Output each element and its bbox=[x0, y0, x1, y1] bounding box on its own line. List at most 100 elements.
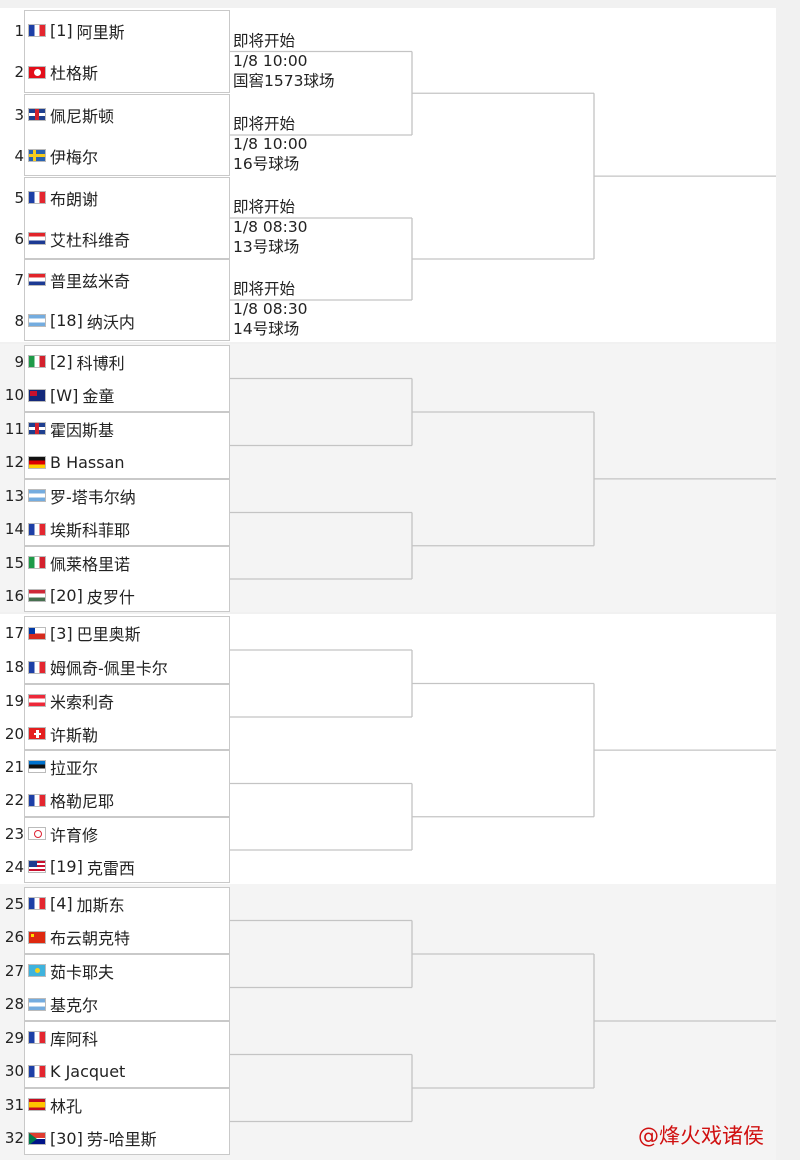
match-time: 1/8 10:00 bbox=[233, 135, 308, 153]
draw-position: 24 bbox=[4, 857, 24, 876]
player-name: 克雷西 bbox=[86, 858, 135, 878]
match-info-1: 即将开始 1/8 10:00 国窖1573球场 bbox=[233, 31, 334, 91]
draw-position: 23 bbox=[4, 824, 24, 843]
player-row[interactable]: 9 [2]科博利 bbox=[0, 347, 240, 377]
player-name: 加斯东 bbox=[76, 895, 125, 915]
draw-position: 5 bbox=[14, 188, 24, 207]
player-name: 布朗谢 bbox=[50, 189, 99, 209]
flag-icon-tn bbox=[28, 65, 46, 79]
match-slot bbox=[24, 1088, 230, 1155]
flag-icon-fr bbox=[28, 522, 46, 536]
flag-icon-ar bbox=[28, 489, 46, 503]
draw-position: 9 bbox=[14, 352, 24, 371]
flag-icon-fr bbox=[28, 793, 46, 807]
draw-position: 8 bbox=[14, 311, 24, 330]
flag-icon-fr bbox=[28, 24, 46, 38]
player-row[interactable]: 10[W]金童 bbox=[0, 380, 240, 410]
draw-position: 32 bbox=[4, 1129, 24, 1148]
flag-icon-fr bbox=[28, 191, 46, 204]
player-row[interactable]: 24[19]克雷西 bbox=[0, 852, 240, 882]
flag-icon-se bbox=[28, 149, 46, 162]
player-row[interactable]: 2 杜格斯 bbox=[0, 57, 240, 87]
seed-label: [W] bbox=[50, 385, 79, 405]
match-slot bbox=[24, 1021, 230, 1088]
draw-position: 21 bbox=[4, 757, 24, 776]
draw-position: 11 bbox=[4, 419, 24, 438]
player-name: 杜格斯 bbox=[50, 64, 99, 84]
draw-position: 20 bbox=[4, 724, 24, 743]
player-row[interactable]: 16[20]皮罗什 bbox=[0, 581, 240, 611]
draw-position: 13 bbox=[4, 486, 24, 505]
player-row[interactable]: 5 布朗谢 bbox=[0, 183, 240, 213]
player-row[interactable]: 8[18]纳沃内 bbox=[0, 306, 240, 336]
draw-position: 19 bbox=[4, 691, 24, 710]
match-slot bbox=[24, 750, 230, 817]
match-slot bbox=[24, 546, 230, 612]
flag-icon-au bbox=[28, 388, 46, 402]
player-row[interactable]: 17[3]巴里奥斯 bbox=[0, 618, 240, 648]
match-slot bbox=[24, 412, 230, 479]
draw-position: 29 bbox=[4, 1028, 24, 1047]
match-time: 1/8 08:30 bbox=[233, 218, 308, 236]
player-row[interactable]: 1[1]阿里斯 bbox=[0, 16, 240, 46]
flag-icon-fr bbox=[28, 1031, 46, 1045]
player-row[interactable]: 25[4]加斯东 bbox=[0, 889, 240, 919]
player-row[interactable]: 32[30]劳-哈里斯 bbox=[0, 1123, 240, 1153]
seed-label: [30] bbox=[50, 1128, 83, 1148]
player-name: 巴里奥斯 bbox=[76, 625, 141, 644]
match-slot bbox=[24, 345, 230, 412]
player-name: 阿里斯 bbox=[76, 22, 125, 42]
match-time: 1/8 08:30 bbox=[233, 300, 308, 318]
player-name: K Jacquet bbox=[50, 1061, 126, 1081]
flag-icon-ee bbox=[28, 760, 46, 774]
match-status: 即将开始 bbox=[233, 32, 296, 50]
draw-position: 18 bbox=[4, 658, 24, 676]
player-row[interactable]: 30 K Jacquet bbox=[0, 1056, 240, 1086]
player-name: 埃斯科菲耶 bbox=[50, 521, 131, 541]
flag-icon-cn bbox=[28, 930, 46, 944]
draw-position: 12 bbox=[4, 453, 24, 472]
draw-position: 2 bbox=[14, 63, 24, 82]
draw-position: 3 bbox=[14, 105, 24, 124]
flag-icon-us bbox=[28, 860, 46, 873]
draw-position: 31 bbox=[4, 1095, 24, 1114]
draw-position: 30 bbox=[4, 1062, 24, 1081]
match-court: 14号球场 bbox=[233, 320, 300, 338]
draw-position: 16 bbox=[4, 586, 24, 605]
match-info-3: 即将开始 1/8 08:30 13号球场 bbox=[233, 197, 308, 257]
seed-label: [2] bbox=[50, 352, 73, 372]
player-name: 茹卡耶夫 bbox=[50, 962, 115, 982]
draw-position: 17 bbox=[4, 624, 24, 642]
flag-icon-it bbox=[28, 355, 46, 369]
player-name: 皮罗什 bbox=[86, 587, 135, 607]
draw-position: 7 bbox=[14, 270, 24, 289]
flag-icon-de bbox=[28, 455, 46, 469]
player-name: 科博利 bbox=[76, 353, 125, 373]
player-name: 艾杜科维奇 bbox=[50, 230, 131, 250]
match-info-2: 即将开始 1/8 10:00 16号球场 bbox=[233, 114, 308, 174]
player-name: 格勒尼耶 bbox=[50, 792, 115, 812]
